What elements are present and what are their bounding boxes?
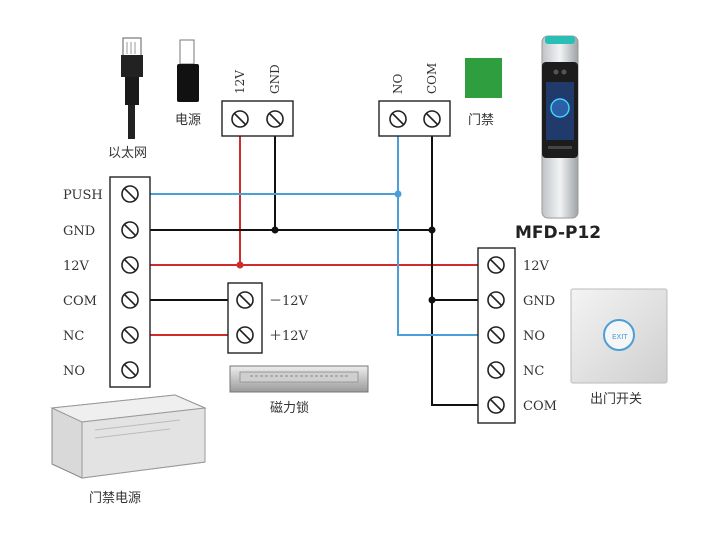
- power-terminal-block: [221, 100, 294, 137]
- face-terminal-device: [541, 35, 579, 219]
- door-block-label-com: COM: [425, 63, 439, 94]
- lock-label-plus-12v: ＋12V: [269, 329, 309, 344]
- dc-power-plug-icon: [177, 39, 199, 102]
- screw-terminal: [121, 291, 139, 309]
- screw-terminal: [121, 361, 139, 379]
- wire-junctions: [236, 190, 436, 304]
- lock-label-minus-12v: －12V: [269, 294, 309, 309]
- right-label-com: COM: [523, 399, 557, 414]
- left-label-gnd: GND: [63, 224, 95, 239]
- door-block-label-no: NO: [391, 74, 405, 95]
- power-block-label-12v: 12V: [233, 70, 247, 94]
- screw-terminal: [389, 110, 407, 128]
- device-model-label: MFD-P12: [515, 223, 601, 243]
- screw-terminal: [487, 291, 505, 309]
- screw-terminal: [423, 110, 441, 128]
- lock-terminal-block: [227, 282, 263, 354]
- left-label-12v: 12V: [63, 259, 90, 274]
- exit-switch-icon: EXIT: [570, 288, 668, 384]
- exit-switch-caption: 出门开关: [590, 392, 642, 407]
- wires: [150, 136, 478, 406]
- screw-terminal: [121, 221, 139, 239]
- screw-terminal: [231, 110, 249, 128]
- screw-terminal: [487, 361, 505, 379]
- screw-terminal: [236, 326, 254, 344]
- screw-terminal: [121, 256, 139, 274]
- ethernet-plug-icon: [121, 37, 143, 139]
- left-label-nc: NC: [63, 329, 84, 344]
- screw-terminal: [266, 110, 284, 128]
- left-label-push: PUSH: [63, 188, 103, 203]
- door-terminal-block: [378, 100, 451, 137]
- magnetic-lock-icon: [229, 365, 369, 393]
- power-supply-caption: 门禁电源: [89, 491, 141, 506]
- power-supply-unit-icon: [50, 394, 207, 479]
- power-label: 电源: [175, 113, 201, 128]
- network-label: 以太网: [108, 146, 147, 161]
- left-label-com: COM: [63, 294, 97, 309]
- right-label-nc: NC: [523, 364, 544, 379]
- door-signal-label: 门禁: [468, 113, 494, 128]
- door-signal-icon: [465, 58, 502, 98]
- power-block-label-gnd: GND: [268, 64, 282, 94]
- exit-button-text: EXIT: [612, 333, 628, 341]
- screw-terminal: [487, 396, 505, 414]
- lock-caption: 磁力锁: [270, 400, 309, 416]
- left-label-no: NO: [63, 364, 85, 379]
- right-label-no: NO: [523, 329, 545, 344]
- screw-terminal: [487, 256, 505, 274]
- screw-terminal: [487, 326, 505, 344]
- right-label-gnd: GND: [523, 294, 555, 309]
- screw-terminal: [236, 291, 254, 309]
- right-label-12v: 12V: [523, 259, 550, 274]
- screw-terminal: [121, 185, 139, 203]
- right-terminal-block: [477, 247, 516, 424]
- left-terminal-block: [109, 176, 151, 388]
- screw-terminal: [121, 326, 139, 344]
